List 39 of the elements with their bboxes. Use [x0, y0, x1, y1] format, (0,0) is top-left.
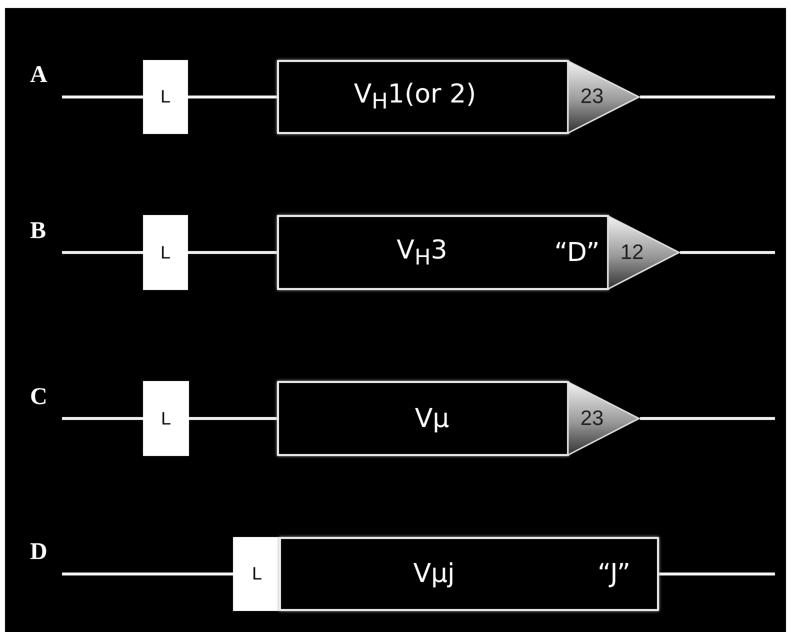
- dna-line: [62, 572, 233, 576]
- panel-letter: D: [30, 539, 48, 566]
- dna-line: [62, 251, 143, 254]
- dna-line: [640, 417, 775, 420]
- spacer-length: 12: [620, 240, 644, 264]
- segment-label: V$_{H}$1(or 2): [354, 79, 476, 115]
- dna-line: [62, 417, 143, 420]
- signal-sequence-triangle: [567, 60, 640, 134]
- gene-segment-box: [277, 215, 609, 290]
- dna-line: [640, 96, 775, 98]
- dna-line: [62, 96, 143, 98]
- panel-letter: B: [30, 218, 46, 245]
- gene-segment-box: [277, 60, 569, 134]
- segment-label: “D”: [554, 238, 600, 268]
- spacer-length: 23: [580, 85, 604, 109]
- dna-line: [189, 417, 277, 420]
- dna-line: [659, 572, 775, 576]
- segment-label: L: [160, 242, 170, 263]
- gene-segment-box: [277, 381, 569, 456]
- dna-line: [188, 96, 277, 98]
- leader-segment-box: [233, 537, 281, 611]
- segment-label: “J”: [598, 559, 630, 589]
- panel-letter: A: [30, 62, 48, 89]
- gene-segment-box: [279, 537, 659, 611]
- spacer-length: 23: [580, 406, 604, 430]
- segment-label: Vμ: [414, 404, 450, 434]
- segment-label: L: [161, 408, 171, 429]
- signal-sequence-triangle: [607, 215, 680, 290]
- dna-line: [680, 251, 775, 254]
- segment-label: L: [252, 564, 262, 584]
- panel-letter: C: [30, 384, 48, 411]
- leader-segment-box: [143, 215, 188, 290]
- leader-segment-box: [143, 60, 188, 134]
- leader-segment-box: [143, 381, 189, 456]
- dna-line: [188, 251, 277, 254]
- segment-label: L: [160, 86, 170, 108]
- segment-label: V$_{H}$3: [396, 234, 448, 270]
- signal-sequence-triangle: [567, 381, 640, 456]
- segment-label: Vμj: [413, 559, 455, 589]
